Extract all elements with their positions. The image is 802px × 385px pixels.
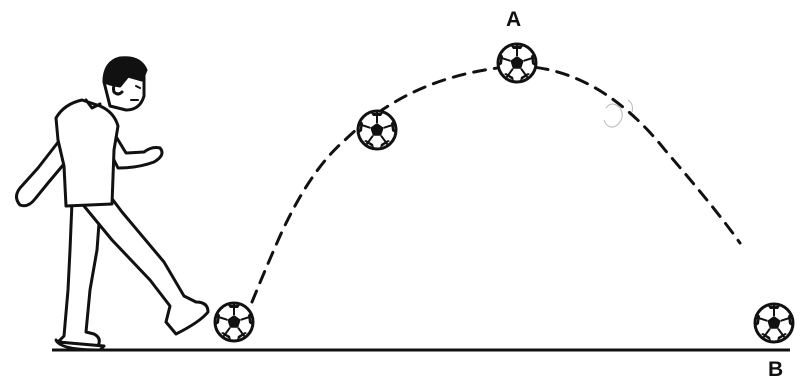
point-b-label: B	[768, 358, 784, 381]
boy-kicking-icon	[15, 56, 210, 352]
soccer-ball-icon	[753, 302, 795, 344]
point-a-label: A	[506, 8, 522, 31]
trajectory-path	[250, 64, 742, 304]
soccer-ball-icon	[496, 42, 538, 84]
sketch-mark	[603, 99, 633, 128]
soccer-ball-icon	[356, 109, 398, 151]
soccer-ball-icon	[213, 301, 255, 343]
